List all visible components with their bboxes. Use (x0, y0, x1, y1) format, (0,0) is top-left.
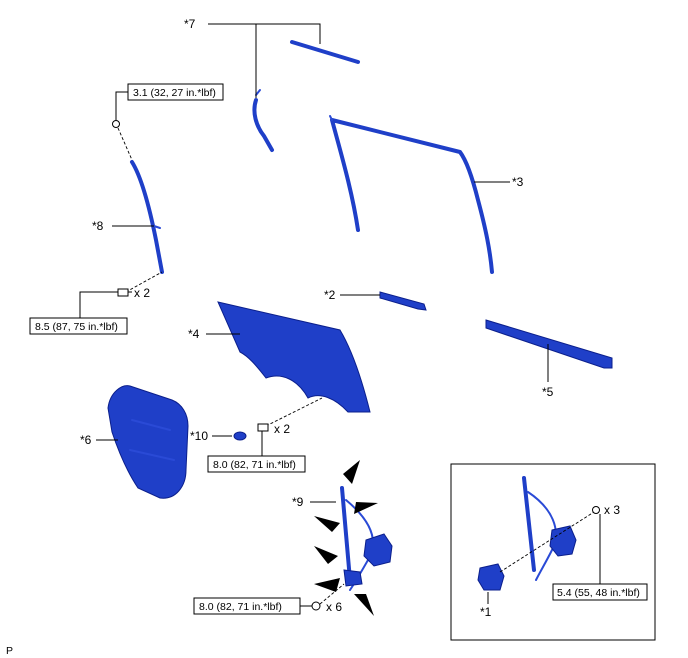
corner-code: P (6, 645, 13, 657)
part-9-carrier (343, 569, 363, 587)
part-9-motor (363, 533, 393, 567)
part-1-motor (477, 563, 505, 591)
part-8-bar (130, 160, 164, 274)
arrow-icon (314, 516, 340, 532)
inset-frame (450, 463, 656, 641)
leader-7-a (208, 23, 321, 44)
callout-8: *8 (92, 219, 104, 233)
part-2-body (379, 291, 427, 311)
bolt-arrows (314, 460, 378, 616)
torque-value-1: 3.1 (32, 27 in.*lbf) (133, 87, 216, 99)
part-7-upper-segment (290, 40, 360, 64)
bolt-icon (592, 506, 600, 514)
part-9-window-regulator (340, 486, 393, 591)
bolt-icon (117, 288, 129, 297)
arrow-icon (314, 546, 338, 564)
qty-bolt-9: x 6 (326, 600, 342, 614)
part-5-belt-moulding (485, 319, 613, 369)
arrow-icon (354, 594, 374, 616)
dashed-line-9 (319, 583, 345, 605)
part-9-rail (340, 486, 352, 582)
torque-box-5 (552, 583, 648, 601)
part-6-service-hole-cover (107, 385, 189, 499)
part-2-bracket (379, 291, 427, 311)
bolt-4-pair (257, 423, 269, 432)
arrow-icon (314, 578, 340, 592)
callout-3: *3 (512, 175, 524, 189)
callout-1: *1 (480, 605, 492, 619)
part-8-division-bar (130, 160, 164, 274)
part-3-end (329, 115, 333, 121)
callout-7: *7 (184, 17, 196, 31)
arrow-icon (354, 502, 378, 514)
qty-bolt-4: x 2 (274, 422, 290, 436)
dashed-line-4 (265, 397, 323, 427)
torque-value-5: 5.4 (55, 48 in.*lbf) (557, 587, 640, 599)
bolt-8-pair (117, 288, 132, 297)
qty-bolt-8: x 2 (134, 286, 150, 300)
torque-box-3 (207, 455, 306, 473)
torque-value-2: 8.5 (87, 75 in.*lbf) (35, 321, 118, 333)
bolt-icon (311, 601, 321, 611)
torque-box-1 (127, 83, 224, 101)
part-5-body (485, 319, 613, 369)
part-8-bracket (153, 225, 161, 229)
inset-rail (522, 476, 536, 572)
part-7-glass-run (252, 40, 360, 152)
torque-box-4 (193, 597, 301, 615)
part-3-weatherstrip (329, 115, 494, 274)
part-7-tab (255, 89, 261, 96)
dashed-line-8-bottom (125, 271, 163, 293)
callout-9: *9 (292, 495, 304, 509)
part-4-door-glass (217, 301, 371, 413)
part-6-body (107, 385, 189, 499)
dashed-line-1 (499, 511, 595, 573)
part-6-ribs (129, 419, 175, 461)
callout-2: *2 (324, 288, 336, 302)
arrow-icon (343, 460, 360, 484)
callout-4: *4 (188, 327, 200, 341)
leader-torque-2 (79, 291, 118, 318)
part-1-body (477, 563, 505, 591)
torque-value-3: 8.0 (82, 71 in.*lbf) (213, 459, 296, 471)
qty-bolt-1: x 3 (604, 503, 620, 517)
dashed-line-8-top (117, 127, 133, 161)
torque-box-2 (29, 317, 128, 335)
callout-10: *10 (190, 429, 208, 443)
part-4-glass (217, 301, 371, 413)
part-7-lower-segment (252, 98, 274, 152)
part-10-clip (233, 431, 247, 441)
callout-5: *5 (542, 385, 554, 399)
bolt-icon (112, 120, 120, 128)
torque-value-4: 8.0 (82, 71 in.*lbf) (199, 601, 282, 613)
inset-cable (527, 491, 557, 581)
inset-motor-mount (549, 525, 577, 557)
leader-torque-1 (115, 91, 128, 120)
bolt-icon (257, 423, 269, 432)
callout-6: *6 (80, 433, 92, 447)
part-3-frame (330, 118, 494, 274)
inset-regulator (522, 476, 577, 581)
